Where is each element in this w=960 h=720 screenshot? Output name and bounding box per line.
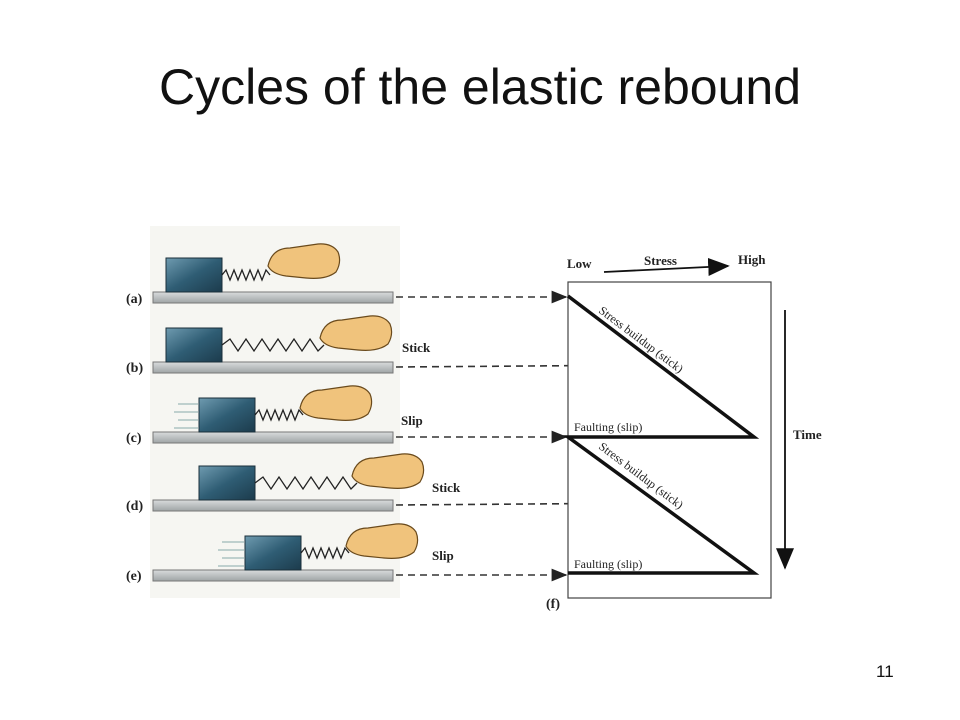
hand-icon: [267, 243, 341, 279]
apparatus-row-c: [152, 385, 394, 444]
spring: [254, 408, 304, 422]
apparatus-row-a: [152, 243, 394, 304]
ground-slab: [152, 361, 394, 374]
axis-time-label: Time: [793, 427, 822, 442]
state-label-e: Slip: [432, 548, 454, 563]
faulting-label-1: Faulting (slip): [574, 420, 642, 434]
spring: [221, 268, 271, 282]
page-number: 11: [876, 662, 894, 681]
hand-icon: [319, 315, 393, 351]
axis-high-label: High: [738, 252, 766, 267]
ground-slab: [152, 569, 394, 582]
state-label-c: Slip: [401, 413, 423, 428]
row-letter-a: (a): [126, 292, 143, 307]
state-label-d: Stick: [432, 480, 461, 495]
axis-stress-label: Stress: [644, 253, 677, 268]
row-letter-e: (e): [126, 569, 142, 584]
stress-arrow: [603, 257, 730, 276]
spring: [300, 546, 350, 560]
slide-title: Cycles of the elastic rebound: [158, 59, 802, 115]
spring: [254, 475, 358, 491]
motion-lines: [218, 541, 244, 567]
stress-sawtooth-line: [562, 294, 760, 575]
hand-icon: [351, 453, 425, 489]
spring: [221, 337, 325, 353]
ground-slab: [152, 431, 394, 444]
apparatus-row-e: [152, 523, 419, 582]
sliding-block: [244, 535, 302, 571]
sliding-block: [198, 397, 256, 433]
row-letter-f: (f): [546, 597, 560, 612]
state-label-b: Stick: [402, 340, 431, 355]
row-letter-d: (d): [126, 499, 143, 514]
apparatus-row-b: [152, 315, 394, 374]
ground-slab: [152, 499, 394, 512]
motion-lines: [174, 403, 198, 429]
row-letter-c: (c): [126, 431, 142, 446]
hand-icon: [299, 385, 373, 421]
sliding-block: [165, 327, 223, 363]
sliding-block: [165, 257, 223, 293]
axis-low-label: Low: [567, 256, 592, 271]
apparatus-row-d: [152, 453, 425, 512]
stress-time-plot: [567, 281, 772, 599]
sliding-block: [198, 465, 256, 501]
faulting-label-2: Faulting (slip): [574, 557, 642, 571]
hand-icon: [345, 523, 419, 559]
row-letter-b: (b): [126, 361, 143, 376]
ground-slab: [152, 291, 394, 304]
